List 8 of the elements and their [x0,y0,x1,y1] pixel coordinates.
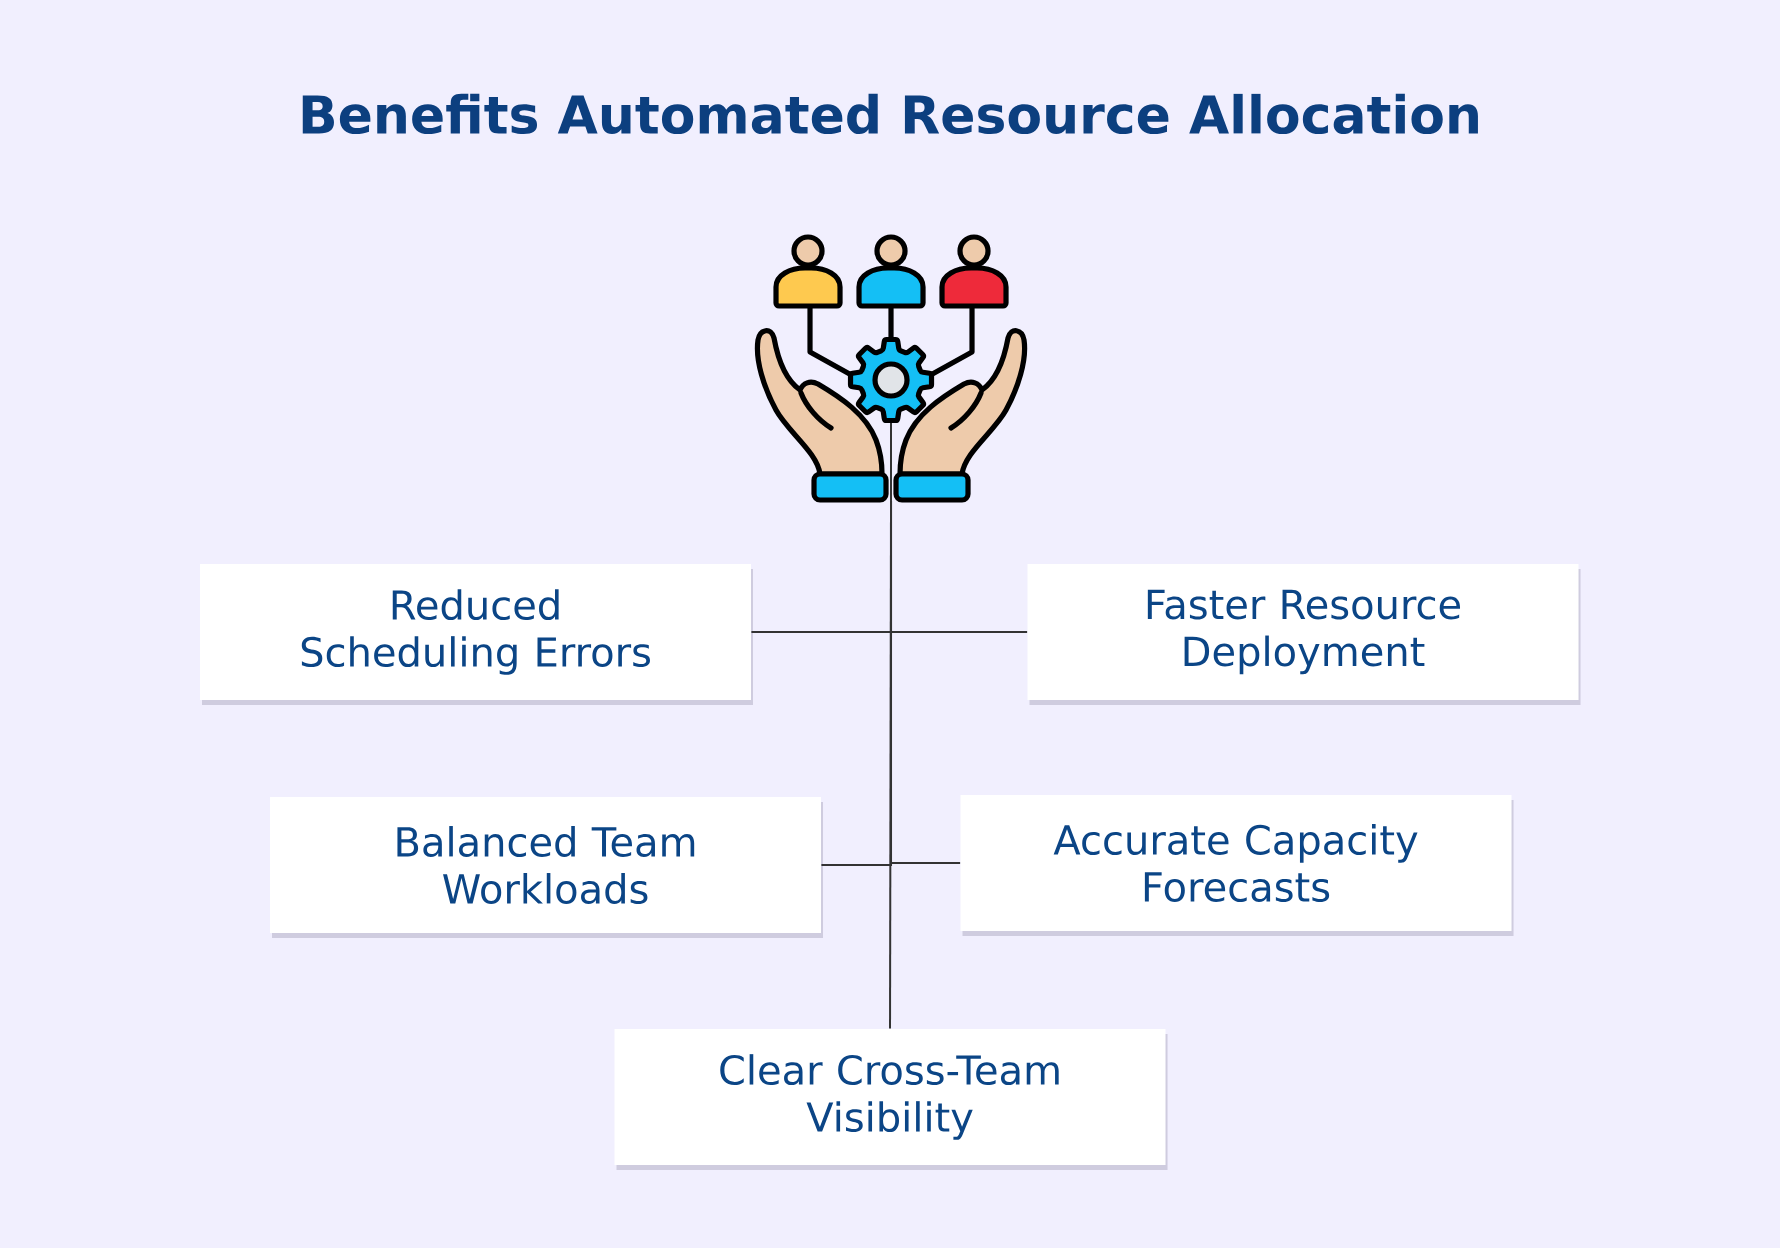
text-box: Balanced Team Workloads [270,797,823,938]
text-box: Accurate Capacity Forecasts [960,795,1514,936]
connector-line [889,499,892,1030]
title: Benefits Automated Resource Allocation [302,93,1478,135]
text-box: Faster Resource Deployment [1027,564,1581,705]
text-box: Reduced Scheduling Errors [200,564,753,705]
hands-people-gear-illustration [754,234,1028,503]
text-box: Clear Cross-Team Visibility [614,1029,1168,1170]
